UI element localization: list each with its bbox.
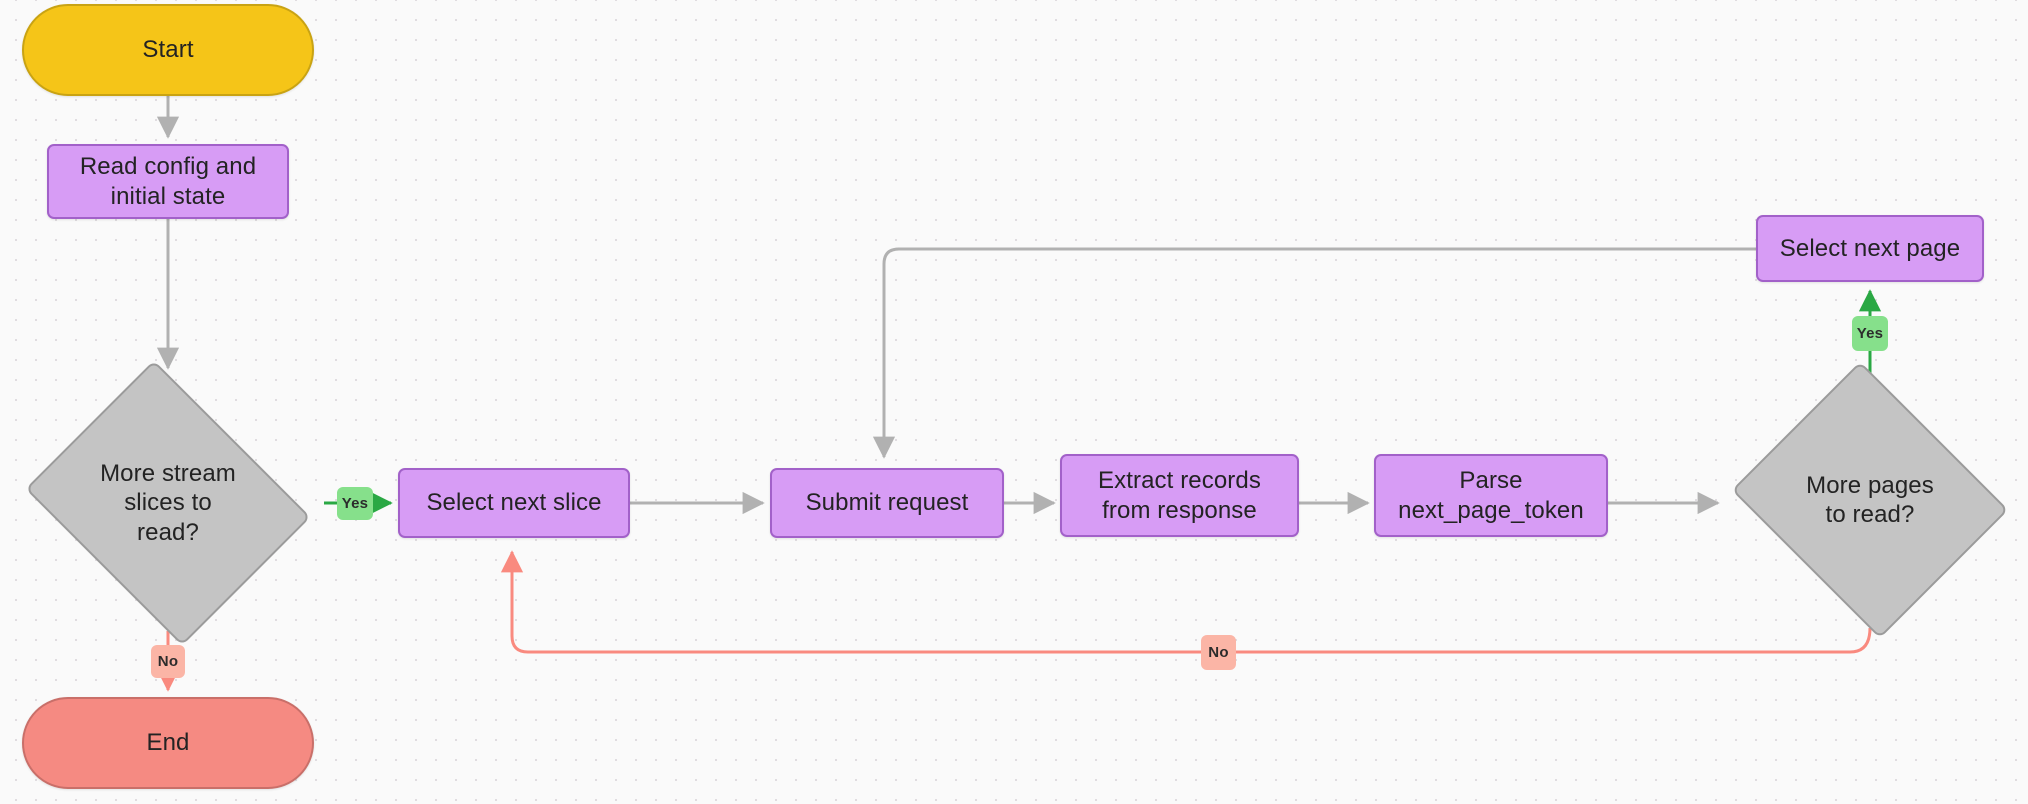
edge-label-slices-yes-text: Yes	[341, 495, 369, 512]
edge-select-page-to-submit-request	[872, 247, 1756, 459]
node-more-stream-slices-label: More stream slices to read?	[100, 460, 236, 546]
node-more-stream-slices[interactable]: More stream slices to read?	[25, 360, 311, 646]
node-select-next-page[interactable]: Select next page	[1756, 215, 1984, 282]
node-parse-next-page-token[interactable]: Parse next_page_token	[1374, 454, 1608, 537]
node-parse-next-page-token-label: Parse next_page_token	[1398, 467, 1584, 524]
edge-more-pages-no-to-select-slice	[500, 550, 1872, 654]
edge-label-slices-yes: Yes	[337, 487, 373, 520]
edge-label-pages-no: No	[1201, 635, 1236, 670]
node-more-pages-label: More pages to read?	[1806, 471, 1934, 528]
node-read-config[interactable]: Read config and initial state	[47, 144, 289, 219]
edge-label-pages-no-text: No	[1208, 644, 1229, 661]
node-end[interactable]: End	[22, 697, 314, 789]
node-extract-records-label: Extract records from response	[1098, 467, 1261, 524]
node-more-pages[interactable]: More pages to read?	[1731, 361, 2009, 639]
node-submit-request-label: Submit request	[805, 489, 969, 517]
node-select-next-slice[interactable]: Select next slice	[398, 468, 630, 538]
edge-label-slices-no-text: No	[157, 653, 179, 670]
node-submit-request[interactable]: Submit request	[770, 468, 1004, 538]
edge-label-pages-yes: Yes	[1852, 316, 1888, 351]
node-start-label: Start	[142, 36, 194, 64]
node-start[interactable]: Start	[22, 4, 314, 96]
node-extract-records[interactable]: Extract records from response	[1060, 454, 1299, 537]
node-select-next-slice-label: Select next slice	[426, 489, 602, 517]
node-end-label: End	[146, 729, 190, 757]
node-select-next-page-label: Select next page	[1779, 234, 1961, 262]
edge-label-slices-no: No	[151, 645, 185, 678]
node-read-config-label: Read config and initial state	[79, 153, 257, 210]
edge-label-pages-yes-text: Yes	[1856, 325, 1884, 342]
